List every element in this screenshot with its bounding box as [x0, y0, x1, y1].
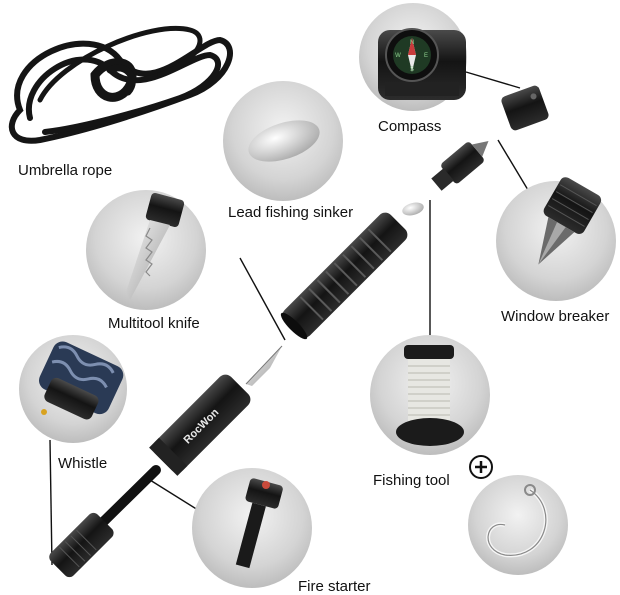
- umbrella-rope-label: Umbrella rope: [18, 162, 113, 179]
- knife-blade-part: [245, 345, 283, 386]
- compass-e-letter: E: [424, 53, 428, 59]
- window-breaker-image: [496, 177, 616, 301]
- fire-starter-label: Fire starter: [298, 578, 371, 595]
- compass-n-letter: N: [410, 40, 414, 46]
- compass-image: N E S W: [359, 3, 467, 111]
- lead-fishing-sinker-image: [223, 81, 343, 201]
- breaker-tip-part: [431, 140, 489, 191]
- whistle-label: Whistle: [58, 455, 108, 472]
- lead-fishing-sinker-label: Lead fishing sinker: [228, 204, 354, 221]
- window-breaker-label: Window breaker: [501, 308, 610, 325]
- connector-lines: [49, 71, 529, 566]
- multitool-knife-image: [86, 190, 206, 310]
- handle-tube-part: [280, 212, 408, 340]
- compass-cap-part: [501, 85, 549, 131]
- fishing-tool-label: Fishing tool: [373, 472, 450, 489]
- fishing-tool-image: [370, 335, 490, 455]
- plus-icon: [469, 455, 493, 479]
- sinker-small: [402, 202, 424, 216]
- compass-label: Compass: [378, 118, 442, 135]
- fishing-hook-image: [468, 475, 568, 575]
- fire-starter-rod-part: [95, 465, 161, 530]
- umbrella-rope-image: [8, 26, 233, 144]
- compass-w-letter: W: [395, 53, 401, 59]
- fire-starter-image: [192, 468, 312, 588]
- brand-handle-part: RocWon: [149, 374, 251, 476]
- whistle-image: [19, 335, 127, 443]
- compass-s-letter: S: [410, 67, 414, 73]
- whistle-end-part: [49, 512, 114, 578]
- multitool-knife-label: Multitool knife: [108, 315, 200, 332]
